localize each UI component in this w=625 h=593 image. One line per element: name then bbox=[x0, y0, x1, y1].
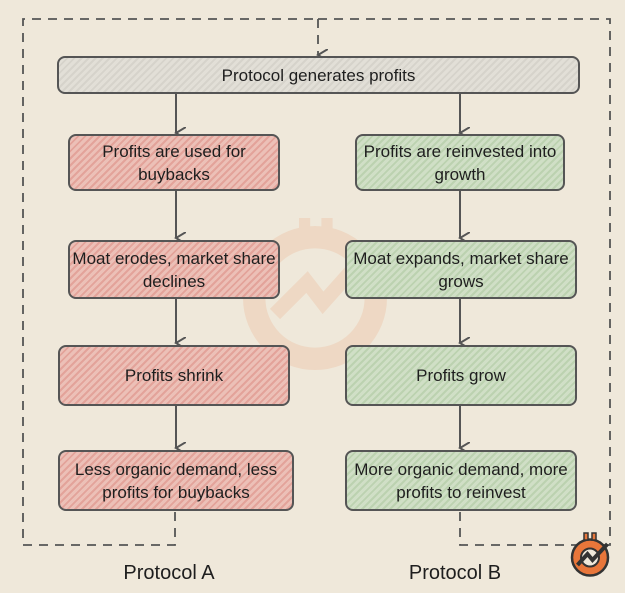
brand-logo-icon bbox=[570, 532, 610, 577]
node-a-step-3: Profits shrink bbox=[58, 345, 290, 406]
node-b-step-1: Profits are reinvested into growth bbox=[355, 134, 565, 191]
protocol-a-label: Protocol A bbox=[123, 562, 215, 584]
protocol-b-label: Protocol B bbox=[408, 562, 502, 584]
node-b-step-3: Profits grow bbox=[345, 345, 577, 406]
flow-arrows bbox=[176, 94, 460, 448]
node-b-step-4: More organic demand, more profits to rei… bbox=[345, 450, 577, 511]
node-b-step-2: Moat expands, market share grows bbox=[345, 240, 577, 299]
node-a-step-1: Profits are used for buybacks bbox=[68, 134, 280, 191]
feedback-loop-dashed bbox=[22, 18, 611, 546]
node-protocol-generates-profits: Protocol generates profits bbox=[57, 56, 580, 94]
node-a-step-2: Moat erodes, market share declines bbox=[68, 240, 280, 299]
node-a-step-4: Less organic demand, less profits for bu… bbox=[58, 450, 294, 511]
